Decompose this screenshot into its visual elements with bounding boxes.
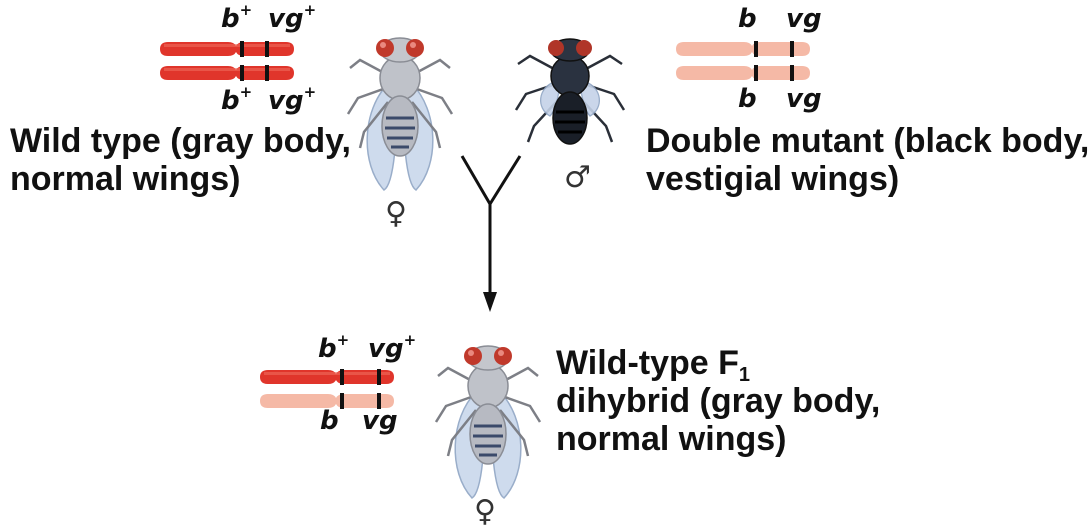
offspring-allele-b-bottom: b	[320, 406, 339, 436]
female-allele-vg-top: vg+	[268, 4, 316, 34]
female-sex-symbol: ♀	[385, 196, 407, 231]
male-allele-vg-top: vg	[786, 4, 822, 34]
offspring-sex-symbol: ♀	[474, 494, 496, 529]
female-gray-fly-image	[340, 14, 460, 204]
offspring-allele-b-top: b+	[318, 334, 349, 364]
male-allele-b-bottom: b	[738, 84, 757, 114]
male-chromosome-bottom	[676, 65, 810, 81]
male-parent-description: Double mutant (black body, vestigial win…	[646, 122, 1089, 198]
cross-arrow	[456, 150, 526, 320]
offspring-gray-fly-image	[428, 324, 548, 508]
female-chromosome-top	[160, 41, 294, 57]
female-allele-b-bottom: b+	[221, 86, 252, 116]
male-chromosome-pair	[676, 40, 816, 84]
female-chromosome-pair	[160, 40, 300, 84]
female-allele-b-top: b+	[221, 4, 252, 34]
male-allele-vg-bottom: vg	[786, 84, 822, 114]
female-parent-description: Wild type (gray body, normal wings)	[10, 122, 351, 198]
female-allele-vg-bottom: vg+	[268, 86, 316, 116]
offspring-chromosome-dominant	[260, 369, 394, 385]
offspring-description: Wild-type F1 dihybrid (gray body, normal…	[556, 344, 880, 458]
offspring-allele-vg-top: vg+	[368, 334, 416, 364]
female-chromosome-bottom	[160, 65, 294, 81]
offspring-allele-vg-bottom: vg	[362, 406, 398, 436]
male-allele-b-top: b	[738, 4, 757, 34]
male-black-fly-image	[510, 22, 630, 172]
male-sex-symbol: ♂	[564, 160, 591, 195]
male-chromosome-top	[676, 41, 810, 57]
